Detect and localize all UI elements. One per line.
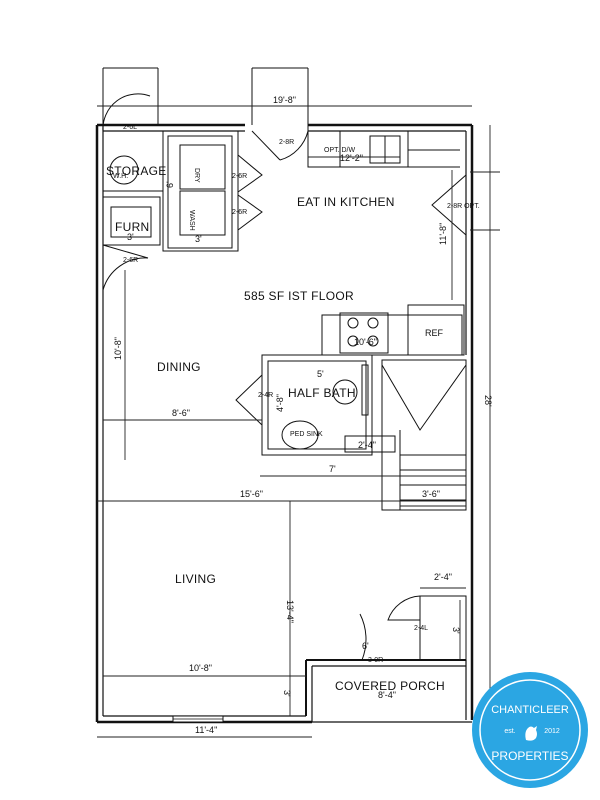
half-bath [235, 354, 373, 456]
dim-bath-width: 5' [317, 369, 324, 379]
door-tag-laundry-lower: 2-6R [232, 209, 247, 216]
logo-bottom-text: PROPERTIES [491, 749, 568, 763]
door-tag-storage: 2-6L [123, 124, 137, 131]
dim-overall-bottom: 11'-4" [195, 725, 217, 735]
dim-living-depth: 13'-4" [285, 600, 295, 623]
door-tag-furnace: 2-6R [123, 257, 138, 264]
kitchen-appliances [321, 304, 465, 356]
ped-sink-label: PED SINK [290, 431, 323, 438]
dim-dining-depth: 10'-8" [113, 337, 123, 360]
dim-overall-right: 28' [483, 395, 493, 407]
washer-label: WASH [188, 210, 195, 231]
room-label-living: LIVING [175, 572, 216, 586]
chanticleer-logo: CHANTICLEER est. 2012 PROPERTIES [472, 672, 588, 788]
water-heater-icon [109, 155, 139, 185]
dryer-label: DRY [193, 168, 200, 183]
refrigerator-label: REF [425, 328, 444, 338]
dim-closet-depth: 3' [451, 627, 461, 634]
door-tag-laundry-upper: 2-6R [232, 173, 247, 180]
dim-bath-depth: 4'-8" [275, 394, 285, 412]
door-tag-closet: 2-4L [414, 625, 428, 632]
stairs [344, 359, 467, 511]
room-label-porch: COVERED PORCH [335, 679, 445, 693]
dim-porch-step: 3' [282, 690, 292, 697]
rooster-icon [525, 726, 537, 741]
room-label-furnace: FURN [115, 220, 150, 234]
dim-living-width: 10'-8" [189, 663, 212, 673]
door-tag-kitchen: 2-8R [279, 139, 294, 146]
entry-closet [306, 595, 467, 661]
room-label-storage: STORAGE [106, 164, 167, 178]
dim-mid-width: 15'-6" [240, 489, 263, 499]
room-label-half-bath: HALF BATH [288, 386, 356, 400]
door-tag-kitchen-opt: 2-8R OPT. [447, 203, 480, 210]
laundry-closet [162, 130, 263, 252]
room-label-dining: DINING [157, 360, 201, 374]
door-tag-bath: 2-4R [258, 392, 273, 399]
kitchen-counter-top [251, 130, 467, 236]
room-label-kitchen: EAT IN KITCHEN [297, 195, 395, 209]
dishwasher-label: OPT. D/W [324, 147, 356, 154]
dim-kitchen-depth: 11'-8" [438, 223, 448, 245]
dim-overall-top: 19'-8" [273, 95, 296, 105]
dim-laundry-depth: 6' [165, 181, 175, 188]
furnace-room [102, 196, 161, 291]
dim-porch-width: 8'-4" [378, 690, 396, 700]
logo-year-text: 2012 [544, 728, 560, 735]
water-heater-label: W.H. [113, 173, 128, 180]
logo-est-text: est. [504, 728, 515, 735]
dim-stair-span: 7' [329, 464, 336, 474]
dim-entry-depth: 6' [362, 641, 369, 651]
dimension-lines [97, 105, 500, 738]
floor-area-label: 585 SF IST FLOOR [244, 289, 354, 303]
dim-kitchen-width: 12'-2" [340, 153, 363, 163]
dim-laundry-width: 3' [195, 234, 202, 244]
door-tag-entry: 3-0R [368, 657, 383, 664]
dim-furnace-width: 3' [127, 232, 134, 242]
dim-closet-width: 2'-4" [434, 572, 452, 582]
dim-closet: 2'-4" [358, 440, 376, 450]
dim-stair-landing: 3'-6" [422, 489, 440, 499]
logo-top-text: CHANTICLEER [491, 704, 569, 716]
dim-dining-width: 8'-6" [172, 408, 190, 418]
dim-range-counter: 10'-6" [354, 337, 377, 347]
